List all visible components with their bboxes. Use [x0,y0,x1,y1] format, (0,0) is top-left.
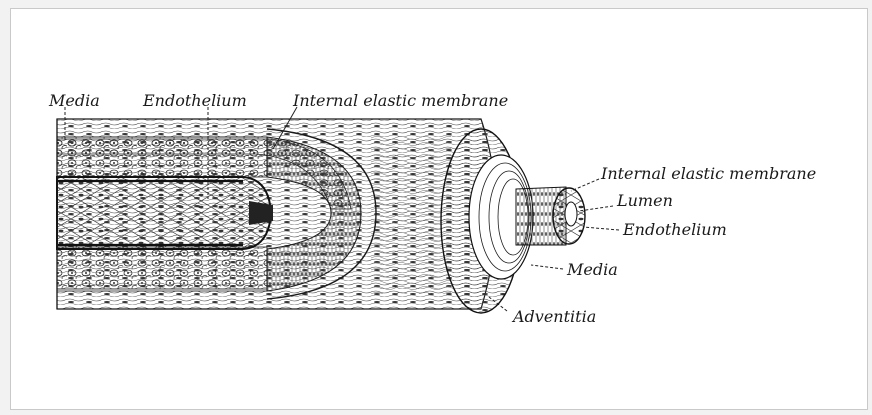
label-adventitia: Adventitia [511,307,596,326]
lumen-cut-end [249,201,273,225]
blood-vessel-diagram: Media Endothelium Internal elastic membr… [11,9,869,411]
label-media-left: Media [48,91,100,110]
leader-internal-elastic-right [571,179,599,191]
media-layer-top [57,137,267,177]
label-media-right: Media [566,260,618,279]
leader-endothelium-right [583,227,619,230]
label-lumen: Lumen [616,191,673,210]
adventitia-fibers [371,134,451,294]
media-layer-bottom [57,247,267,289]
label-internal-elastic-top: Internal elastic membrane [292,91,508,110]
label-endothelium-top: Endothelium [142,91,247,110]
figure-card: Media Endothelium Internal elastic membr… [10,8,868,410]
leader-media-right [531,265,563,269]
lumen-opening [565,202,577,226]
label-endothelium-right: Endothelium [622,220,727,239]
label-internal-elastic-right: Internal elastic membrane [600,164,816,183]
endothelium-layer [57,177,271,249]
